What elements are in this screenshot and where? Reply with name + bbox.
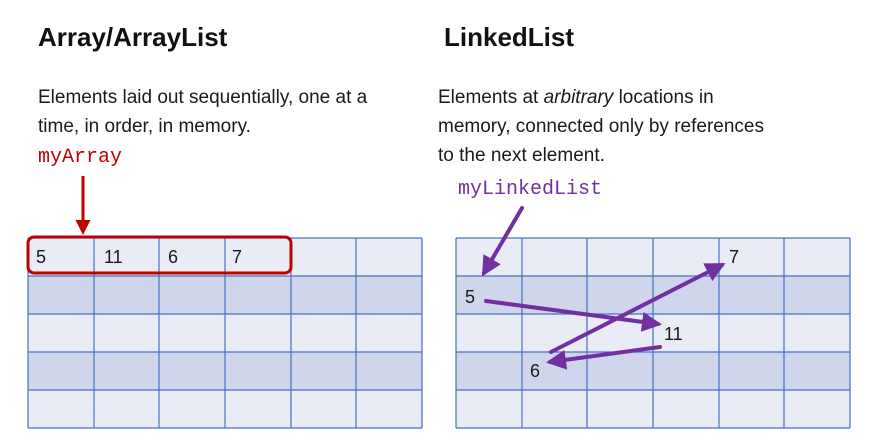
array-cell-value: 6 xyxy=(168,247,178,267)
linkedlist-next-arrow xyxy=(484,299,662,332)
linkedlist-description-text: locations in xyxy=(613,87,714,108)
array-highlight-box xyxy=(26,235,293,275)
array-memory-grid xyxy=(27,237,423,429)
array-description-line: Elements laid out sequentially, one at a xyxy=(38,87,368,108)
array-title: Array/ArrayList xyxy=(38,22,228,52)
array-description-line: time, in order, in memory. xyxy=(38,116,251,137)
linkedlist-variable-label: myLinkedList xyxy=(458,178,603,201)
array-cell-value: 7 xyxy=(232,247,242,267)
linkedlist-memory-grid xyxy=(455,237,851,429)
linkedlist-title: LinkedList xyxy=(444,22,575,52)
linkedlist-node-value: 11 xyxy=(664,324,683,344)
linkedlist-description-text: Elements at xyxy=(438,87,544,108)
linkedlist-node-value: 5 xyxy=(465,287,475,307)
linkedlist-next-arrow xyxy=(546,345,662,370)
array-description: Elements laid out sequentially, one at a… xyxy=(38,83,367,141)
linkedlist-head-arrow xyxy=(481,206,524,277)
linkedlist-description: Elements at arbitrary locations in memor… xyxy=(438,83,764,170)
array-cell-value: 5 xyxy=(36,247,46,267)
linkedlist-description-line: to the next element. xyxy=(438,145,605,166)
linkedlist-node-value: 6 xyxy=(530,361,540,381)
linkedlist-description-line: Elements at arbitrary locations in xyxy=(438,83,764,112)
linkedlist-description-line: memory, connected only by references xyxy=(438,116,764,137)
linkedlist-node-value: 7 xyxy=(729,247,739,267)
linkedlist-description-emphasis: arbitrary xyxy=(543,87,614,108)
array-cell-value: 11 xyxy=(104,247,123,267)
array-variable-label: myArray xyxy=(38,146,123,169)
linkedlist-next-arrow xyxy=(549,263,726,354)
